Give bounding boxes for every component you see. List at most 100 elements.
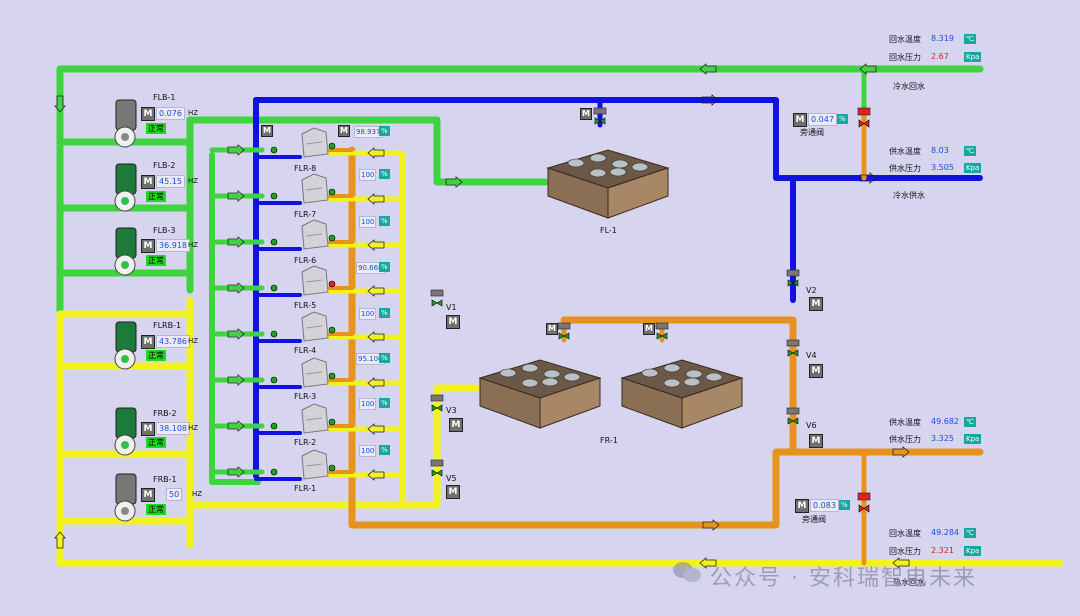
flow-arrow-down — [54, 95, 66, 113]
flow-arrow-right — [701, 94, 719, 106]
pump-frequency-unit: HZ — [188, 337, 199, 345]
press-value: 3.505 — [931, 163, 954, 172]
pump-status-badge: 正常 — [146, 123, 166, 134]
manual-mode-button[interactable]: M — [141, 239, 155, 253]
press-unit: Kpa — [964, 163, 982, 173]
flr-unit-fin — [305, 417, 323, 421]
pump-frequency-unit: HZ — [188, 109, 199, 117]
flr-unit-name: FLR-4 — [294, 346, 317, 355]
flow-arrow-left — [367, 193, 385, 205]
watermark-text: 公众号 · 安科瑞智电未来 — [710, 566, 977, 591]
flr-unit-name: FLR-5 — [294, 301, 317, 310]
valve-icon — [270, 284, 278, 292]
manual-mode-button[interactable]: M — [793, 113, 807, 127]
temp-unit: ℃ — [964, 528, 976, 538]
manual-mode-button[interactable]: M — [546, 323, 558, 335]
manual-mode-button[interactable]: M — [795, 499, 809, 513]
percent-unit: % — [839, 500, 850, 510]
valve-body-icon — [431, 299, 443, 307]
pump-impeller-icon — [121, 197, 129, 205]
valve-body-icon — [787, 349, 799, 357]
manual-mode-button[interactable]: M — [580, 108, 592, 120]
valve-icon — [270, 468, 278, 476]
valve-actuator-icon — [430, 289, 444, 297]
flr-unit-fin — [305, 141, 323, 145]
fan-icon — [683, 377, 701, 387]
pump-status-badge: 正常 — [146, 255, 166, 266]
manual-mode-button[interactable]: M — [809, 297, 823, 311]
valve-icon — [328, 234, 336, 242]
valve-actuator-icon — [786, 269, 800, 277]
valve-icon — [270, 238, 278, 246]
pump-frequency-unit: HZ — [188, 424, 199, 432]
flow-arrow-left — [892, 557, 910, 569]
manual-mode-button[interactable]: M — [141, 488, 155, 502]
temp-unit: ℃ — [964, 146, 976, 156]
valve-body-icon — [431, 404, 443, 412]
flow-arrow-right — [227, 420, 245, 432]
fan-icon — [589, 153, 607, 163]
press-unit: Kpa — [964, 546, 982, 556]
manual-mode-button[interactable]: M — [141, 175, 155, 189]
press-label: 回水压力 — [889, 547, 921, 556]
manual-mode-button[interactable]: M — [809, 364, 823, 378]
chiller-fr2-icon-front — [681, 377, 743, 429]
press-unit: Kpa — [964, 434, 982, 444]
fan-icon — [609, 167, 627, 177]
pump-frequency-value: 50 — [166, 488, 183, 501]
valve-body-icon — [787, 279, 799, 287]
flow-arrow-right — [227, 282, 245, 294]
manual-mode-button[interactable]: M — [446, 485, 460, 499]
valve-icon — [328, 418, 336, 426]
percent-unit: % — [379, 126, 390, 136]
manual-mode-button[interactable]: M — [261, 125, 273, 137]
percent-unit: % — [379, 169, 390, 179]
pump-name: FLB-3 — [153, 226, 176, 235]
flr-green-header-pipe — [209, 152, 261, 485]
chiller-fl-label: FL-1 — [600, 226, 617, 235]
valve-body-icon — [594, 117, 606, 125]
manual-mode-button[interactable]: M — [446, 315, 460, 329]
manual-mode-button[interactable]: M — [338, 125, 350, 137]
bypass-label: 旁通阀 — [800, 128, 824, 137]
manual-mode-button[interactable]: M — [141, 107, 155, 121]
fan-icon — [685, 369, 703, 379]
valve-opening-value: 100 — [359, 216, 377, 228]
pump-impeller-icon — [121, 133, 129, 141]
chiller-fl-icon-front — [607, 167, 669, 219]
pump-impeller-icon — [121, 261, 129, 269]
manual-mode-button[interactable]: M — [643, 323, 655, 335]
temp-value: 8.03 — [931, 146, 949, 155]
flow-arrow-right — [227, 236, 245, 248]
flr-unit-fin — [305, 463, 323, 467]
press-label: 供水压力 — [889, 435, 921, 444]
manual-mode-button[interactable]: M — [449, 418, 463, 432]
flr-unit-name: FLR-3 — [294, 392, 317, 401]
manual-mode-button[interactable]: M — [809, 434, 823, 448]
flow-arrow-left — [367, 377, 385, 389]
bypass-value: 0.047 — [808, 113, 837, 126]
bypass-value: 0.083 — [810, 499, 839, 512]
pump-name: FLRB-1 — [153, 321, 182, 330]
pump-impeller-icon — [121, 355, 129, 363]
fan-icon — [663, 378, 681, 388]
valve-opening-value: 100 — [359, 169, 377, 181]
chiller-fr-label: FR-1 — [600, 436, 618, 445]
press-value: 2.321 — [931, 546, 954, 555]
manual-mode-button[interactable]: M — [141, 422, 155, 436]
pump-name: FRB-1 — [153, 475, 177, 484]
pipe-title: 热水回水 — [893, 578, 925, 587]
press-unit: Kpa — [964, 52, 982, 62]
hot-return-main-pipe — [56, 310, 1064, 567]
valve-body-icon — [787, 417, 799, 425]
pump-status-badge: 正常 — [146, 191, 166, 202]
press-label: 回水压力 — [889, 53, 921, 62]
manual-mode-button[interactable]: M — [141, 335, 155, 349]
valve-icon — [328, 372, 336, 380]
pipes — [56, 65, 1064, 567]
fan-icon — [663, 363, 681, 373]
valve-icon — [270, 330, 278, 338]
temp-value: 8.319 — [931, 34, 954, 43]
